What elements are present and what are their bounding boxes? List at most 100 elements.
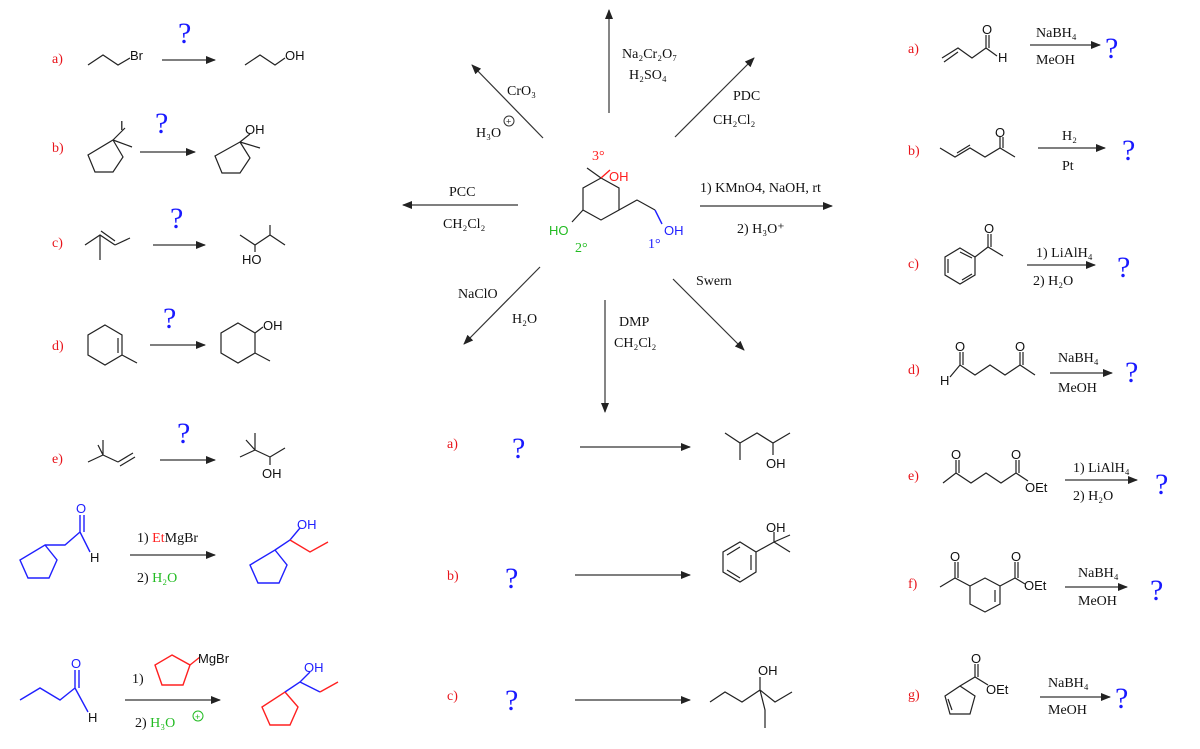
- question-mark: ?: [1150, 574, 1163, 607]
- atom-label: O: [1011, 549, 1021, 564]
- reagent-bottom: 2) H₂O: [1033, 274, 1073, 289]
- atom-label: OH: [766, 520, 786, 535]
- reagent-top: 1) LiAlH₄: [1036, 246, 1093, 261]
- plus-charge-icon: [192, 710, 204, 722]
- methylbutanol-structure: [239, 225, 286, 252]
- reagent-dmp: DMP: [619, 315, 650, 330]
- tertiary-label: 3°: [592, 149, 605, 164]
- atom-label: OH: [766, 456, 786, 471]
- atom-label: OH: [263, 318, 283, 333]
- question-mark: ?: [155, 107, 168, 140]
- arrow-up-left: [471, 64, 544, 139]
- center-problem-b: b) ? OH: [447, 520, 791, 595]
- reagent-bottom: 2) H₂O: [1073, 489, 1113, 504]
- reagent-bottom: MeOH: [1078, 594, 1117, 609]
- butenal-structure: [941, 35, 998, 63]
- atom-label: OEt: [1025, 480, 1048, 495]
- reagent-top: 1) LiAlH₄: [1073, 461, 1130, 476]
- left-problem-b: b) I ? OH: [52, 107, 265, 174]
- atom-label: H: [90, 550, 99, 565]
- atom-label: MgBr: [198, 651, 230, 666]
- primary-label: 1°: [648, 237, 661, 252]
- reagent-ch2cl2: CH₂Cl₂: [713, 113, 756, 128]
- right-problem-d: d) O H O NaBH₄ MeOH ?: [908, 339, 1138, 396]
- dimethylbutene-structure: [87, 440, 136, 467]
- primary-oh: OH: [664, 223, 684, 238]
- reagent-swern: Swern: [696, 274, 732, 289]
- right-problem-c: c) O 1) LiAlH₄ 2) H₂O ?: [908, 221, 1130, 289]
- methylcyclohexene-structure: [87, 324, 138, 366]
- atom-label: O: [955, 339, 965, 354]
- atom-label: OH: [304, 660, 324, 675]
- reagent-h3o: 2) H₃O⁺: [737, 222, 785, 237]
- question-mark: ?: [1105, 32, 1118, 65]
- atom-label: O: [1015, 339, 1025, 354]
- reagent-top: NaBH₄: [1058, 351, 1099, 366]
- reagent-top: H₂: [1062, 129, 1077, 144]
- iodo-cyclopentane-structure: [87, 127, 133, 173]
- reagent-na2cr2o7: Na₂Cr₂O₇: [622, 47, 677, 62]
- right-problem-e: e) O O OEt 1) LiAlH₄ 2) H₂O ?: [908, 447, 1168, 504]
- reagent-ch2cl2: CH₂Cl₂: [443, 217, 486, 232]
- left-problem-a: a) Br ? OH: [52, 17, 305, 67]
- atom-label: OH: [285, 48, 305, 63]
- question-mark: ?: [1117, 251, 1130, 284]
- center-problem-c: c) ? OH: [447, 663, 793, 728]
- atom-label: H: [88, 710, 97, 725]
- arrow-up-right: [674, 57, 755, 138]
- ethyl-end: [319, 681, 339, 693]
- secondary-label: 2°: [575, 241, 588, 256]
- atom-label: I: [120, 118, 124, 133]
- problem-label: a): [908, 42, 919, 57]
- problem-label: b): [908, 144, 920, 159]
- atom-label: OEt: [986, 682, 1009, 697]
- secondary-oh-bond: [571, 209, 584, 223]
- left-problem-d: d) ? OH: [52, 302, 283, 366]
- atom-label: O: [71, 656, 81, 671]
- propanol-structure: [244, 54, 286, 66]
- atom-label: O: [982, 22, 992, 37]
- atom-label: HO: [242, 252, 262, 267]
- primary-oh-bond: [654, 209, 663, 225]
- dimethylbutanol-structure: [239, 433, 286, 465]
- propanal-structure: [19, 670, 89, 713]
- problem-label: d): [908, 363, 920, 378]
- atom-label: O: [1011, 447, 1021, 462]
- problem-label: g): [908, 688, 920, 703]
- hexenone-structure: [939, 137, 1016, 158]
- problem-label: c): [52, 236, 63, 251]
- arrow-down-left: [463, 266, 541, 345]
- reagent-naclo: NaClO: [458, 287, 498, 302]
- reagent-bottom: MeOH: [1036, 53, 1075, 68]
- problem-label: d): [52, 339, 64, 354]
- reagent-h2so4: H₂SO₄: [629, 68, 667, 83]
- question-mark: ?: [505, 562, 518, 595]
- reagent-bottom: MeOH: [1048, 703, 1087, 718]
- cyclopentanecarbaldehyde-structure: [19, 515, 91, 579]
- atom-label: H: [998, 50, 1007, 65]
- oxidation-arrows: Na₂Cr₂O₇ H₂SO₄ CrO₃ H₃O + PDC CH₂Cl₂ PCC…: [402, 9, 833, 413]
- secondary-oh: HO: [549, 223, 569, 238]
- product-chain: [284, 671, 321, 693]
- atom-label: O: [995, 125, 1005, 140]
- reagent-bottom: MeOH: [1058, 381, 1097, 396]
- atom-label: OEt: [1024, 578, 1047, 593]
- question-mark: ?: [170, 202, 183, 235]
- reagent-step-2: 2) H₃O: [135, 716, 175, 731]
- right-problem-b: b) O H₂ Pt ?: [908, 125, 1135, 174]
- methylbutene-structure: [84, 230, 131, 260]
- problem-label: e): [908, 469, 919, 484]
- question-mark: ?: [505, 684, 518, 717]
- reagent-top: NaBH₄: [1078, 566, 1119, 581]
- left-problem-e: e) ? OH: [52, 417, 286, 481]
- ketoaldehyde-structure: [949, 352, 1036, 378]
- atom-label: Br: [130, 48, 144, 63]
- question-mark: ?: [1125, 356, 1138, 389]
- problem-label: c): [447, 689, 458, 704]
- reagent-top: NaBH₄: [1036, 26, 1077, 41]
- product-structure: [709, 677, 793, 728]
- acetophenone-structure: [944, 234, 1004, 285]
- product-ring: [249, 527, 301, 584]
- reagent-top: NaBH₄: [1048, 676, 1089, 691]
